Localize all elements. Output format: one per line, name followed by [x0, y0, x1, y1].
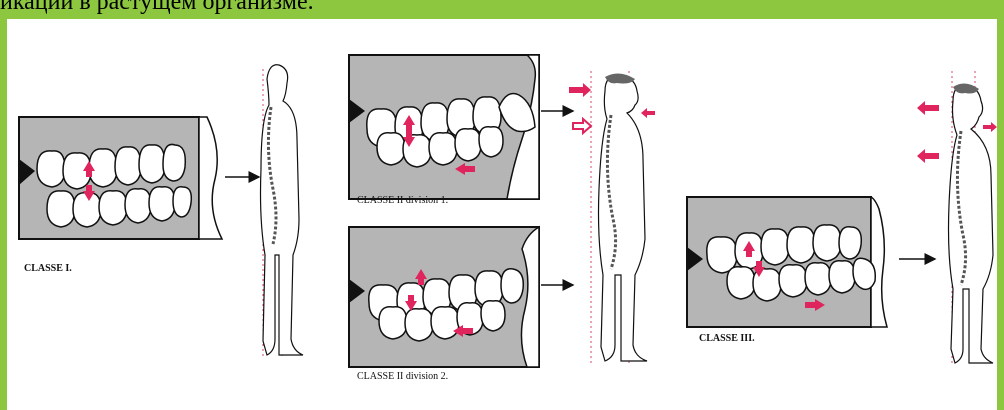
caption-class2-div1: CLASSE II division 1.: [357, 195, 448, 206]
class2-div1-dental-box: [349, 55, 539, 199]
caption-class2-div2: CLASSE II division 2.: [357, 371, 448, 382]
class1-dental-box: [19, 117, 222, 239]
class3-dental-box: [687, 197, 887, 327]
class2-human-figure: [569, 71, 655, 364]
class3-human-figure: [917, 71, 997, 364]
header-text: икации в растущем организме.: [0, 0, 314, 16]
caption-class1: CLASSE I.: [24, 263, 72, 274]
caption-class3: CLASSE III.: [699, 333, 755, 344]
class2-div2-dental-box: [349, 227, 539, 367]
diagram-panel: CLASSE I. CLASSE II division 1. CLASSE I…: [7, 19, 997, 410]
malocclusion-diagram: [7, 19, 997, 410]
class1-human-figure: [261, 65, 304, 359]
